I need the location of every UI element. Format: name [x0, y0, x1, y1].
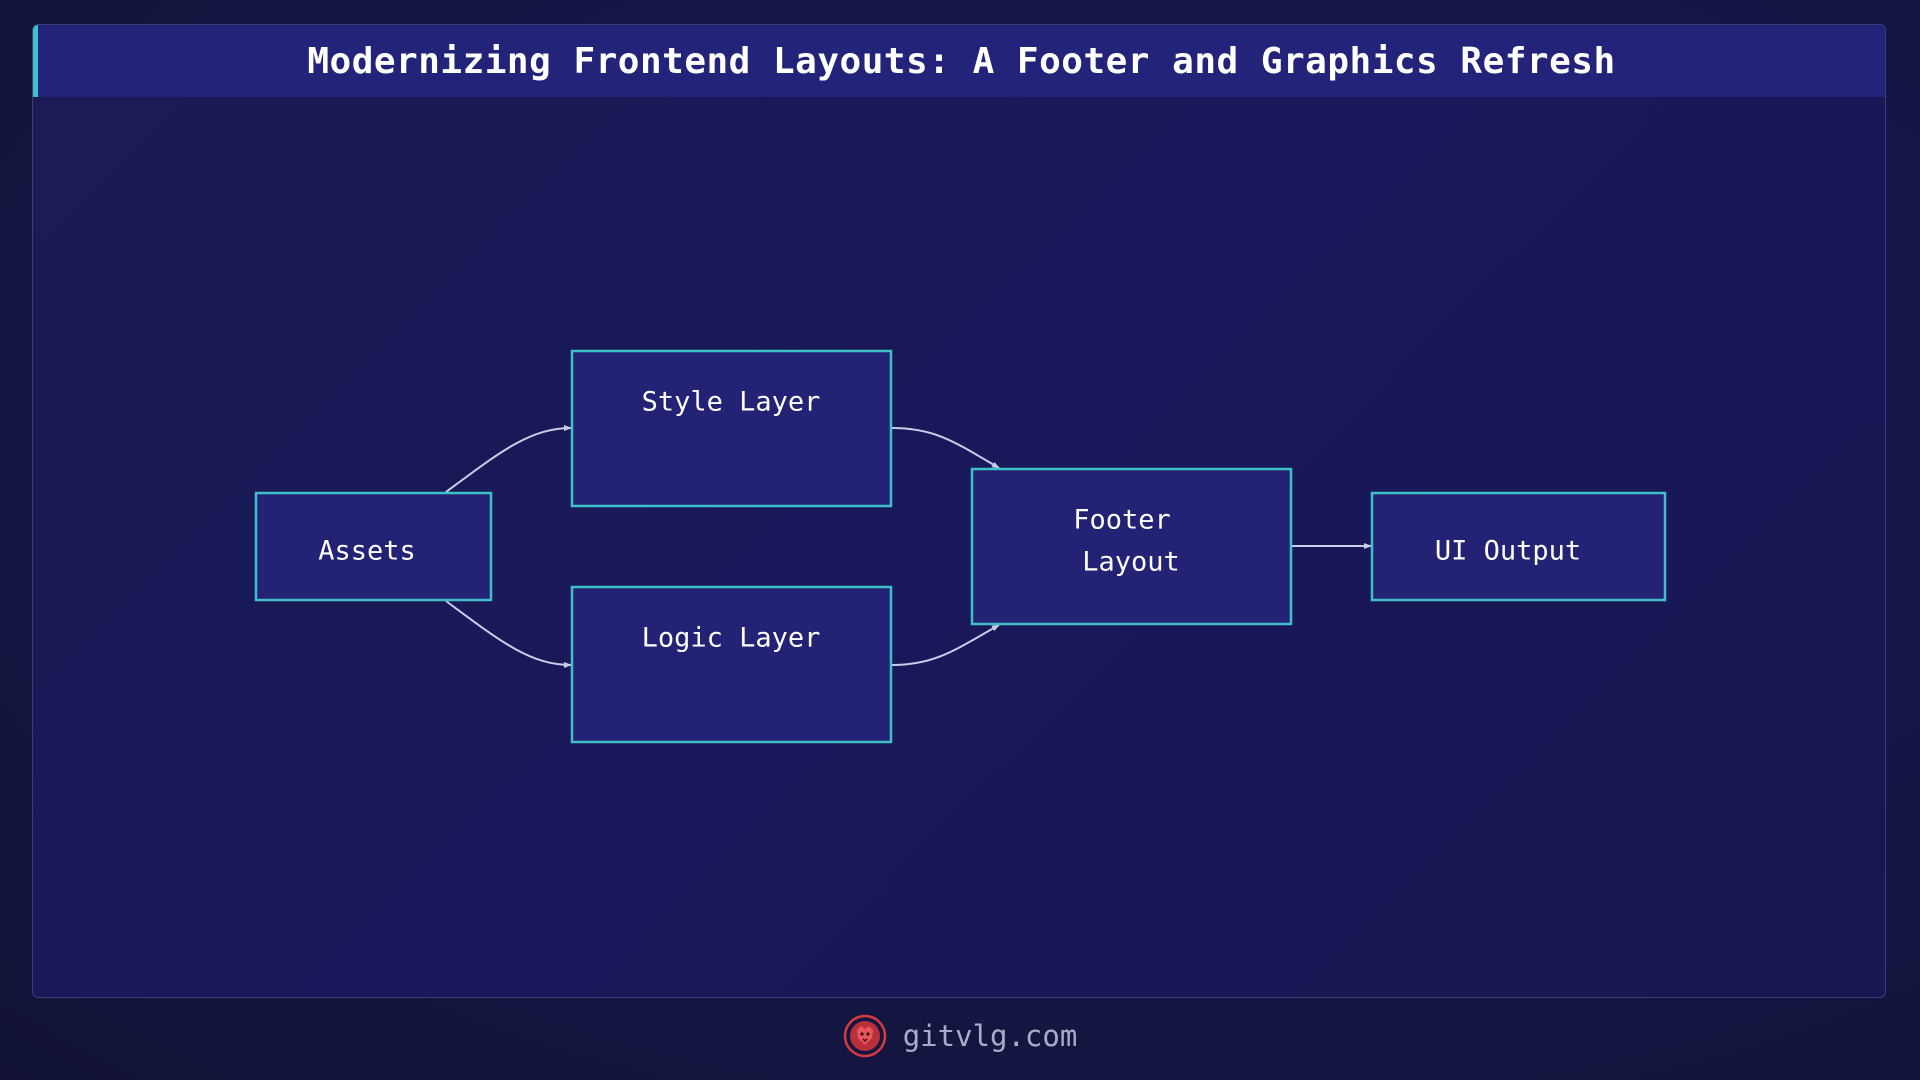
title-bar: Modernizing Frontend Layouts: A Footer a…: [33, 25, 1885, 97]
node-footer-layout-label-line2: Layout: [1082, 547, 1180, 578]
node-style-layer-label: Style Layer: [642, 387, 821, 418]
node-logic-layer-label: Logic Layer: [642, 623, 821, 654]
node-logic-layer: Logic Layer: [570, 585, 893, 744]
site-footer: gitvlg.com: [0, 1008, 1920, 1064]
page-title: Modernizing Frontend Layouts: A Footer a…: [307, 40, 1616, 82]
edge-logic-to-footer: [891, 624, 1000, 666]
node-assets: Assets: [254, 491, 493, 602]
edge-assets-to-style: [445, 425, 572, 493]
node-assets-label: Assets: [318, 536, 416, 567]
edge-assets-to-logic: [445, 600, 572, 668]
node-ui-output: UI Output: [1370, 491, 1667, 602]
node-ui-output-label: UI Output: [1435, 536, 1581, 567]
node-style-layer: Style Layer: [570, 349, 893, 508]
lion-head-icon: [843, 1014, 886, 1058]
node-footer-layout: Footer Layout: [970, 467, 1293, 626]
edge-style-to-footer: [891, 427, 1000, 469]
node-footer-layout-label-line1: Footer: [1073, 505, 1171, 536]
site-url[interactable]: gitvlg.com: [902, 1019, 1078, 1053]
